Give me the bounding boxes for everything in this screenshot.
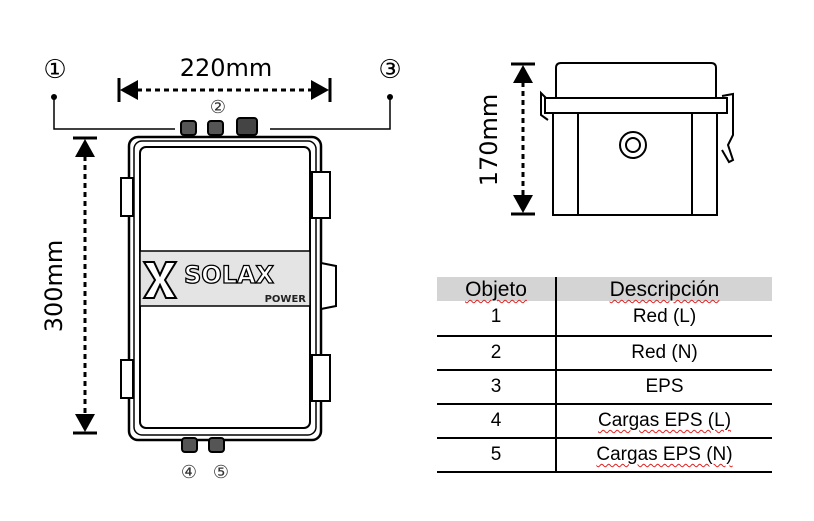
table-row: 3 EPS [437,371,772,405]
solax-logo: SOLAX POWER [142,260,307,305]
cable-gland-1 [180,120,197,136]
header-descripcion: Descripción [609,278,720,301]
cable-gland-4 [181,437,198,453]
front-enclosure [120,117,337,453]
table-row: 5 Cargas EPS (N) [437,439,772,473]
callout-3: ③ [378,55,401,85]
height-label: 300mm [40,240,68,333]
logo-sub: POWER [265,294,307,305]
callout-dot-1 [51,94,57,100]
logo-x-mark [142,261,178,299]
row-description: Cargas EPS (N) [557,439,772,471]
header-cell: Objeto [437,277,557,301]
cable-gland-3 [236,117,258,136]
row-item: 3 [437,371,557,403]
side-enclosure [540,62,735,216]
callout-2: ② [210,97,226,118]
callout-4: ④ [181,462,197,483]
width-label: 220mm [180,54,273,82]
header-objeto: Objeto [465,278,527,301]
row-description: Red (L) [632,306,697,327]
cable-gland-5 [208,437,225,453]
cable-gland-2 [207,120,224,136]
row-description-text: Cargas EPS (L) [597,410,732,431]
depth-label: 170mm [475,94,503,187]
callout-1: ① [43,55,66,85]
row-description: Red (N) [631,342,698,363]
header-cell: Descripción [557,277,772,301]
depth-dimension: 170mm [475,62,535,216]
table-row: 1 Red (L) [437,301,772,337]
row-item: 2 [437,337,557,369]
table-header: Objeto Descripción [437,277,772,301]
row-item: 5 [437,439,557,471]
callout-lines [53,97,391,130]
row-description: Cargas EPS (L) [557,405,772,437]
row-item: 1 [437,301,557,335]
height-dimension: 300mm [40,136,97,435]
width-dimension: 220mm [117,54,332,102]
row-item: 4 [437,405,557,437]
table-row: 2 Red (N) [437,337,772,371]
callout-5: ⑤ [213,462,229,483]
row-description: EPS [645,376,684,397]
callout-dot-3 [387,94,393,100]
row-description-text: Cargas EPS (N) [596,444,733,465]
terminal-table: Objeto Descripción 1 Red (L) 2 Red (N) 3… [437,277,772,473]
logo-brand: SOLAX [184,261,275,289]
table-row: 4 Cargas EPS (L) [437,405,772,439]
